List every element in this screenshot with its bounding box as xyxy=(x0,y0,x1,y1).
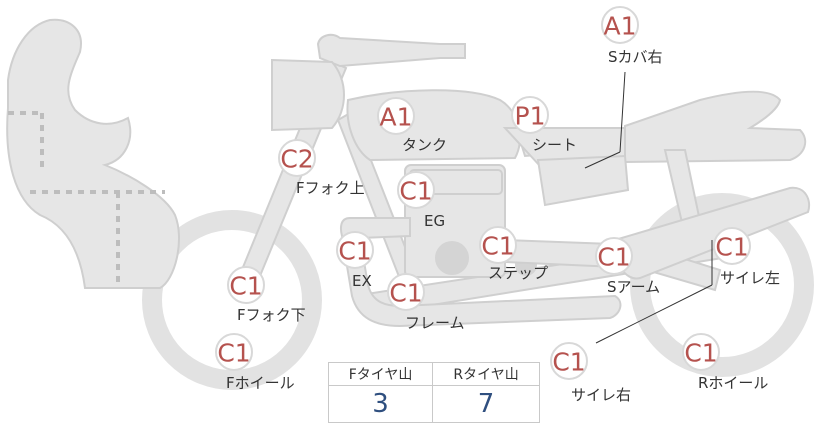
grade-code: P1 xyxy=(515,102,546,131)
grade-code: C1 xyxy=(597,243,630,272)
side-cover-shape xyxy=(536,154,630,207)
grade-code: C1 xyxy=(684,339,717,368)
part-label: EG xyxy=(424,212,445,230)
rear-wheel-shape xyxy=(630,193,814,377)
rear-tire-tread-value: 7 xyxy=(432,385,540,423)
front-tire-tread-value: 3 xyxy=(327,385,434,423)
annotation-seat: P1 シート xyxy=(511,96,577,154)
grade-code: C1 xyxy=(552,348,585,377)
part-label: サイレ左 xyxy=(720,269,780,287)
grade-badge xyxy=(713,227,751,265)
exhaust-pipe-shape xyxy=(340,217,622,328)
part-label: ステップ xyxy=(488,264,548,282)
part-label: Sアーム xyxy=(607,278,660,296)
leader-lines xyxy=(584,71,713,344)
part-label: Fフォク下 xyxy=(237,306,306,324)
grade-badge xyxy=(377,97,415,135)
grade-code: C1 xyxy=(481,232,514,261)
annotation-muffler-left: C1 サイレ左 xyxy=(713,227,780,287)
part-label: EX xyxy=(352,272,372,290)
annotation-tank: A1 タンク xyxy=(377,97,447,154)
tread-header-row: Fタイヤ山 Rタイヤ山 xyxy=(327,362,540,386)
grade-badge xyxy=(227,266,265,304)
grade-code: C1 xyxy=(715,233,748,262)
front-wheel-shape xyxy=(142,210,322,390)
part-label: Rホイール xyxy=(698,374,768,392)
annotation-frame: C1 フレーム xyxy=(387,273,465,332)
grade-badge xyxy=(682,333,720,371)
grade-code: A1 xyxy=(603,12,636,41)
seat-cowl-shape xyxy=(624,90,807,164)
rear-tire-tread-header: Rタイヤ山 xyxy=(432,362,540,386)
part-label: シート xyxy=(532,136,577,154)
grade-badge xyxy=(397,171,435,209)
grade-code: C1 xyxy=(389,279,422,308)
fairing-shape xyxy=(6,18,181,289)
fairing-markings xyxy=(8,111,165,285)
grade-badge xyxy=(601,6,639,44)
grade-code: C1 xyxy=(399,177,432,206)
part-label: フレーム xyxy=(405,314,465,332)
grade-badge xyxy=(336,231,374,269)
tire-tread-table: Fタイヤ山 Rタイヤ山 3 7 xyxy=(327,362,540,423)
handlebar-shape xyxy=(316,33,466,68)
grade-badge xyxy=(387,273,425,311)
grade-badge xyxy=(595,237,633,275)
annotation-step: C1 ステップ xyxy=(479,226,548,282)
part-label: タンク xyxy=(402,136,447,154)
part-label: Fフォク上 xyxy=(296,179,365,197)
grade-badge xyxy=(278,139,316,177)
grade-code: C1 xyxy=(217,339,250,368)
part-label: Fホイール xyxy=(226,374,295,392)
annotation-muffler-right: C1 サイレ右 xyxy=(550,342,631,404)
engine-cover-shape xyxy=(435,241,469,275)
grade-code: C2 xyxy=(280,145,313,174)
headlight-shape xyxy=(271,58,345,132)
grade-badge xyxy=(479,226,517,264)
part-label: Sカバ右 xyxy=(608,48,663,66)
part-label: サイレ右 xyxy=(571,386,631,404)
grade-code: C1 xyxy=(338,237,371,266)
grade-code: A1 xyxy=(379,103,412,132)
front-tire-tread-header: Fタイヤ山 xyxy=(327,362,434,386)
grade-code: C1 xyxy=(229,272,262,301)
grade-badge xyxy=(511,96,549,134)
tread-value-row: 3 7 xyxy=(327,385,540,423)
grade-badge xyxy=(215,333,253,371)
grade-badge xyxy=(550,342,588,380)
